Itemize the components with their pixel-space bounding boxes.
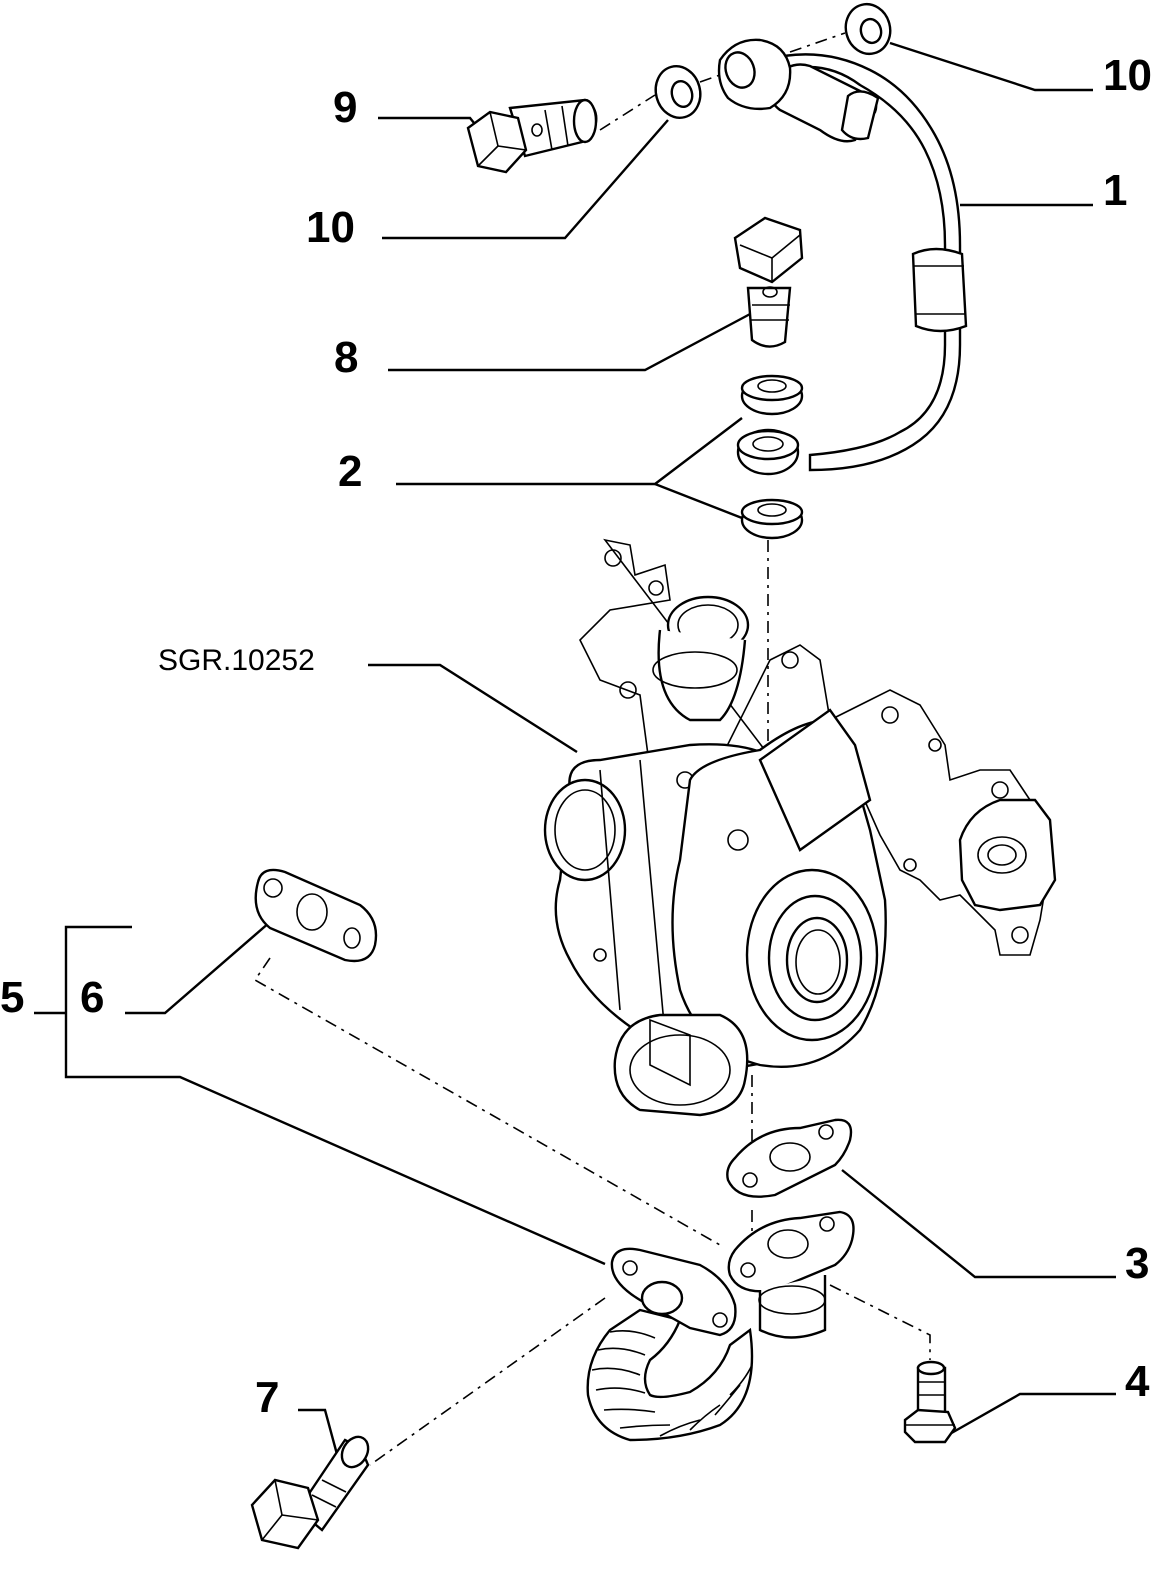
- callout-10-left: 10: [306, 203, 355, 252]
- banjo-bolt-8: [733, 216, 804, 348]
- callout-2: 2: [338, 447, 362, 496]
- assembly-axes: [253, 32, 931, 1466]
- leader-lines: [34, 41, 1116, 1459]
- sealing-washer-10-right: [844, 2, 892, 56]
- copper-washer-2-upper: [740, 374, 804, 416]
- callout-8: 8: [334, 333, 358, 382]
- callout-1: 1: [1103, 166, 1127, 215]
- sealing-washer-10-left: [654, 65, 702, 119]
- turbocharger-assembly: [543, 538, 1057, 1117]
- copper-washer-2-lower: [740, 498, 804, 540]
- callout-3: 3: [1125, 1239, 1149, 1288]
- oil-feed-pipe-1: [717, 38, 968, 476]
- banjo-bolt-9: [466, 98, 598, 174]
- callout-6: 6: [80, 973, 104, 1022]
- callout-4: 4: [1125, 1357, 1150, 1406]
- callout-labels: 10 1 9 10 8 2 SGR.10252 5 6 3 4 7: [0, 51, 1152, 1422]
- callout-10-right: 10: [1103, 51, 1152, 100]
- hex-bolt-7: [250, 1435, 370, 1550]
- callout-5: 5: [0, 973, 24, 1022]
- callout-9: 9: [333, 83, 357, 132]
- turbocharger-reference: SGR.10252: [158, 644, 315, 677]
- gasket-3: [726, 1118, 853, 1198]
- egr-pipe-5: [586, 1210, 855, 1442]
- gasket-6: [254, 868, 378, 963]
- stud-bolt-4: [903, 1360, 957, 1444]
- callout-7: 7: [255, 1373, 279, 1422]
